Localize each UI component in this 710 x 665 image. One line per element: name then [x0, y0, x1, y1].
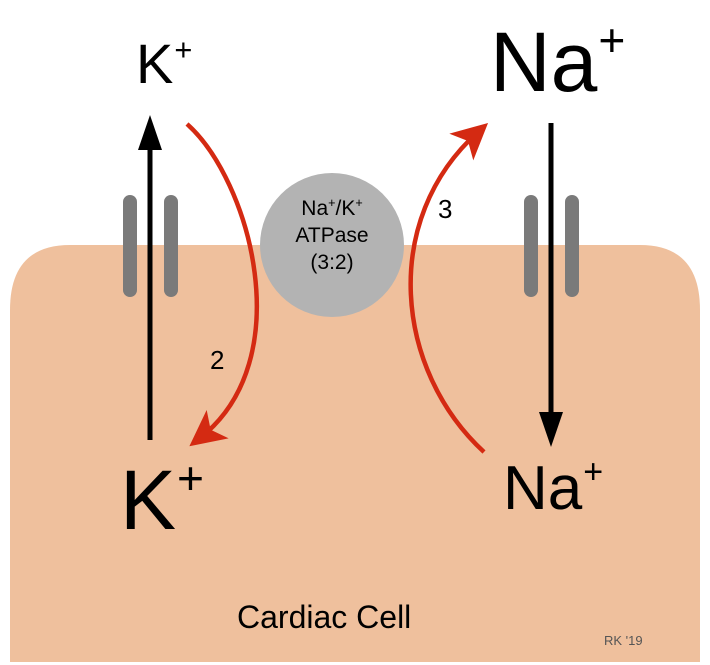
pump-label-line3: (3:2) [310, 250, 354, 274]
potassium-channel [123, 195, 178, 297]
sodium-inside-label: Na+ [503, 453, 604, 523]
sodium-influx-arrow [539, 123, 563, 447]
potassium-outside-label: K+ [136, 31, 193, 95]
sodium-pump-arrow [408, 122, 489, 454]
signature: RK '19 [604, 633, 643, 648]
sodium-channel [524, 195, 579, 297]
potassium-inside-label: K+ [120, 452, 205, 547]
cardiac-cell [10, 245, 700, 662]
cell-label: Cardiac Cell [237, 599, 412, 635]
pump-label-line2: ATPase [295, 223, 369, 247]
potassium-efflux-arrow [138, 115, 162, 440]
potassium-count-label: 2 [210, 345, 225, 375]
pump-label: Na+/K+ ATPase (3:2) [262, 196, 402, 277]
potassium-pump-arrow [185, 122, 260, 447]
sodium-outside-label: Na+ [490, 14, 626, 109]
sodium-count-label: 3 [438, 194, 453, 224]
pump-label-line1: Na+/K+ [301, 196, 363, 220]
sodium-potassium-pump [260, 173, 404, 317]
